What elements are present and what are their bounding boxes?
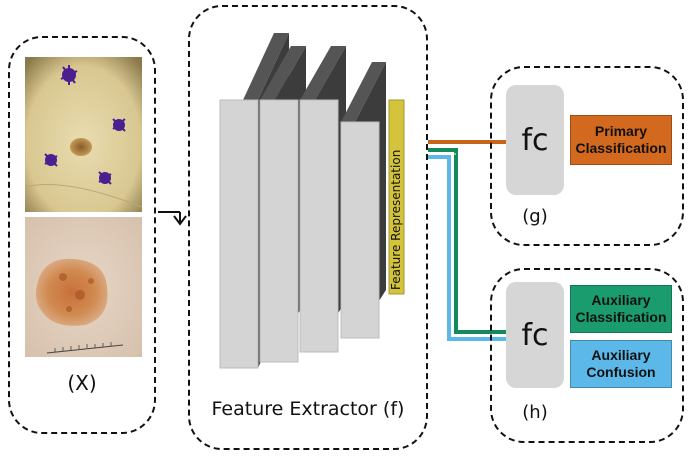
dermoscopy-lesion-with-ink-marks-image	[25, 57, 142, 212]
feature-extractor-box	[188, 5, 428, 450]
aux-class-line2: Classification	[575, 309, 667, 325]
head-h-box	[490, 268, 684, 443]
auxiliary-confusion-output: Auxiliary Confusion	[570, 340, 672, 388]
input-label: (X)	[67, 371, 97, 395]
feature-extractor-label: Feature Extractor (f)	[211, 398, 405, 420]
dermoscopy-lesion-with-ruler-image	[25, 217, 142, 357]
primary-output-line1: Primary	[594, 123, 648, 139]
head-g-box	[490, 66, 684, 246]
primary-classification-output: Primary Classification	[570, 115, 672, 165]
aux-class-line1: Auxiliary	[591, 292, 651, 308]
aux-conf-line2: Confusion	[586, 364, 656, 380]
fc-layer-h: fc	[506, 282, 564, 388]
fc-layer-g: fc	[506, 85, 564, 195]
aux-conf-line1: Auxiliary	[591, 347, 651, 363]
auxiliary-classification-output: Auxiliary Classification	[570, 285, 672, 333]
head-h-label: (h)	[522, 402, 548, 423]
dermoscopy-image-top	[25, 57, 142, 212]
primary-output-line2: Classification	[575, 140, 667, 156]
input-box	[8, 36, 156, 434]
head-g-label: (g)	[522, 206, 548, 227]
dermoscopy-image-bottom	[25, 217, 142, 357]
